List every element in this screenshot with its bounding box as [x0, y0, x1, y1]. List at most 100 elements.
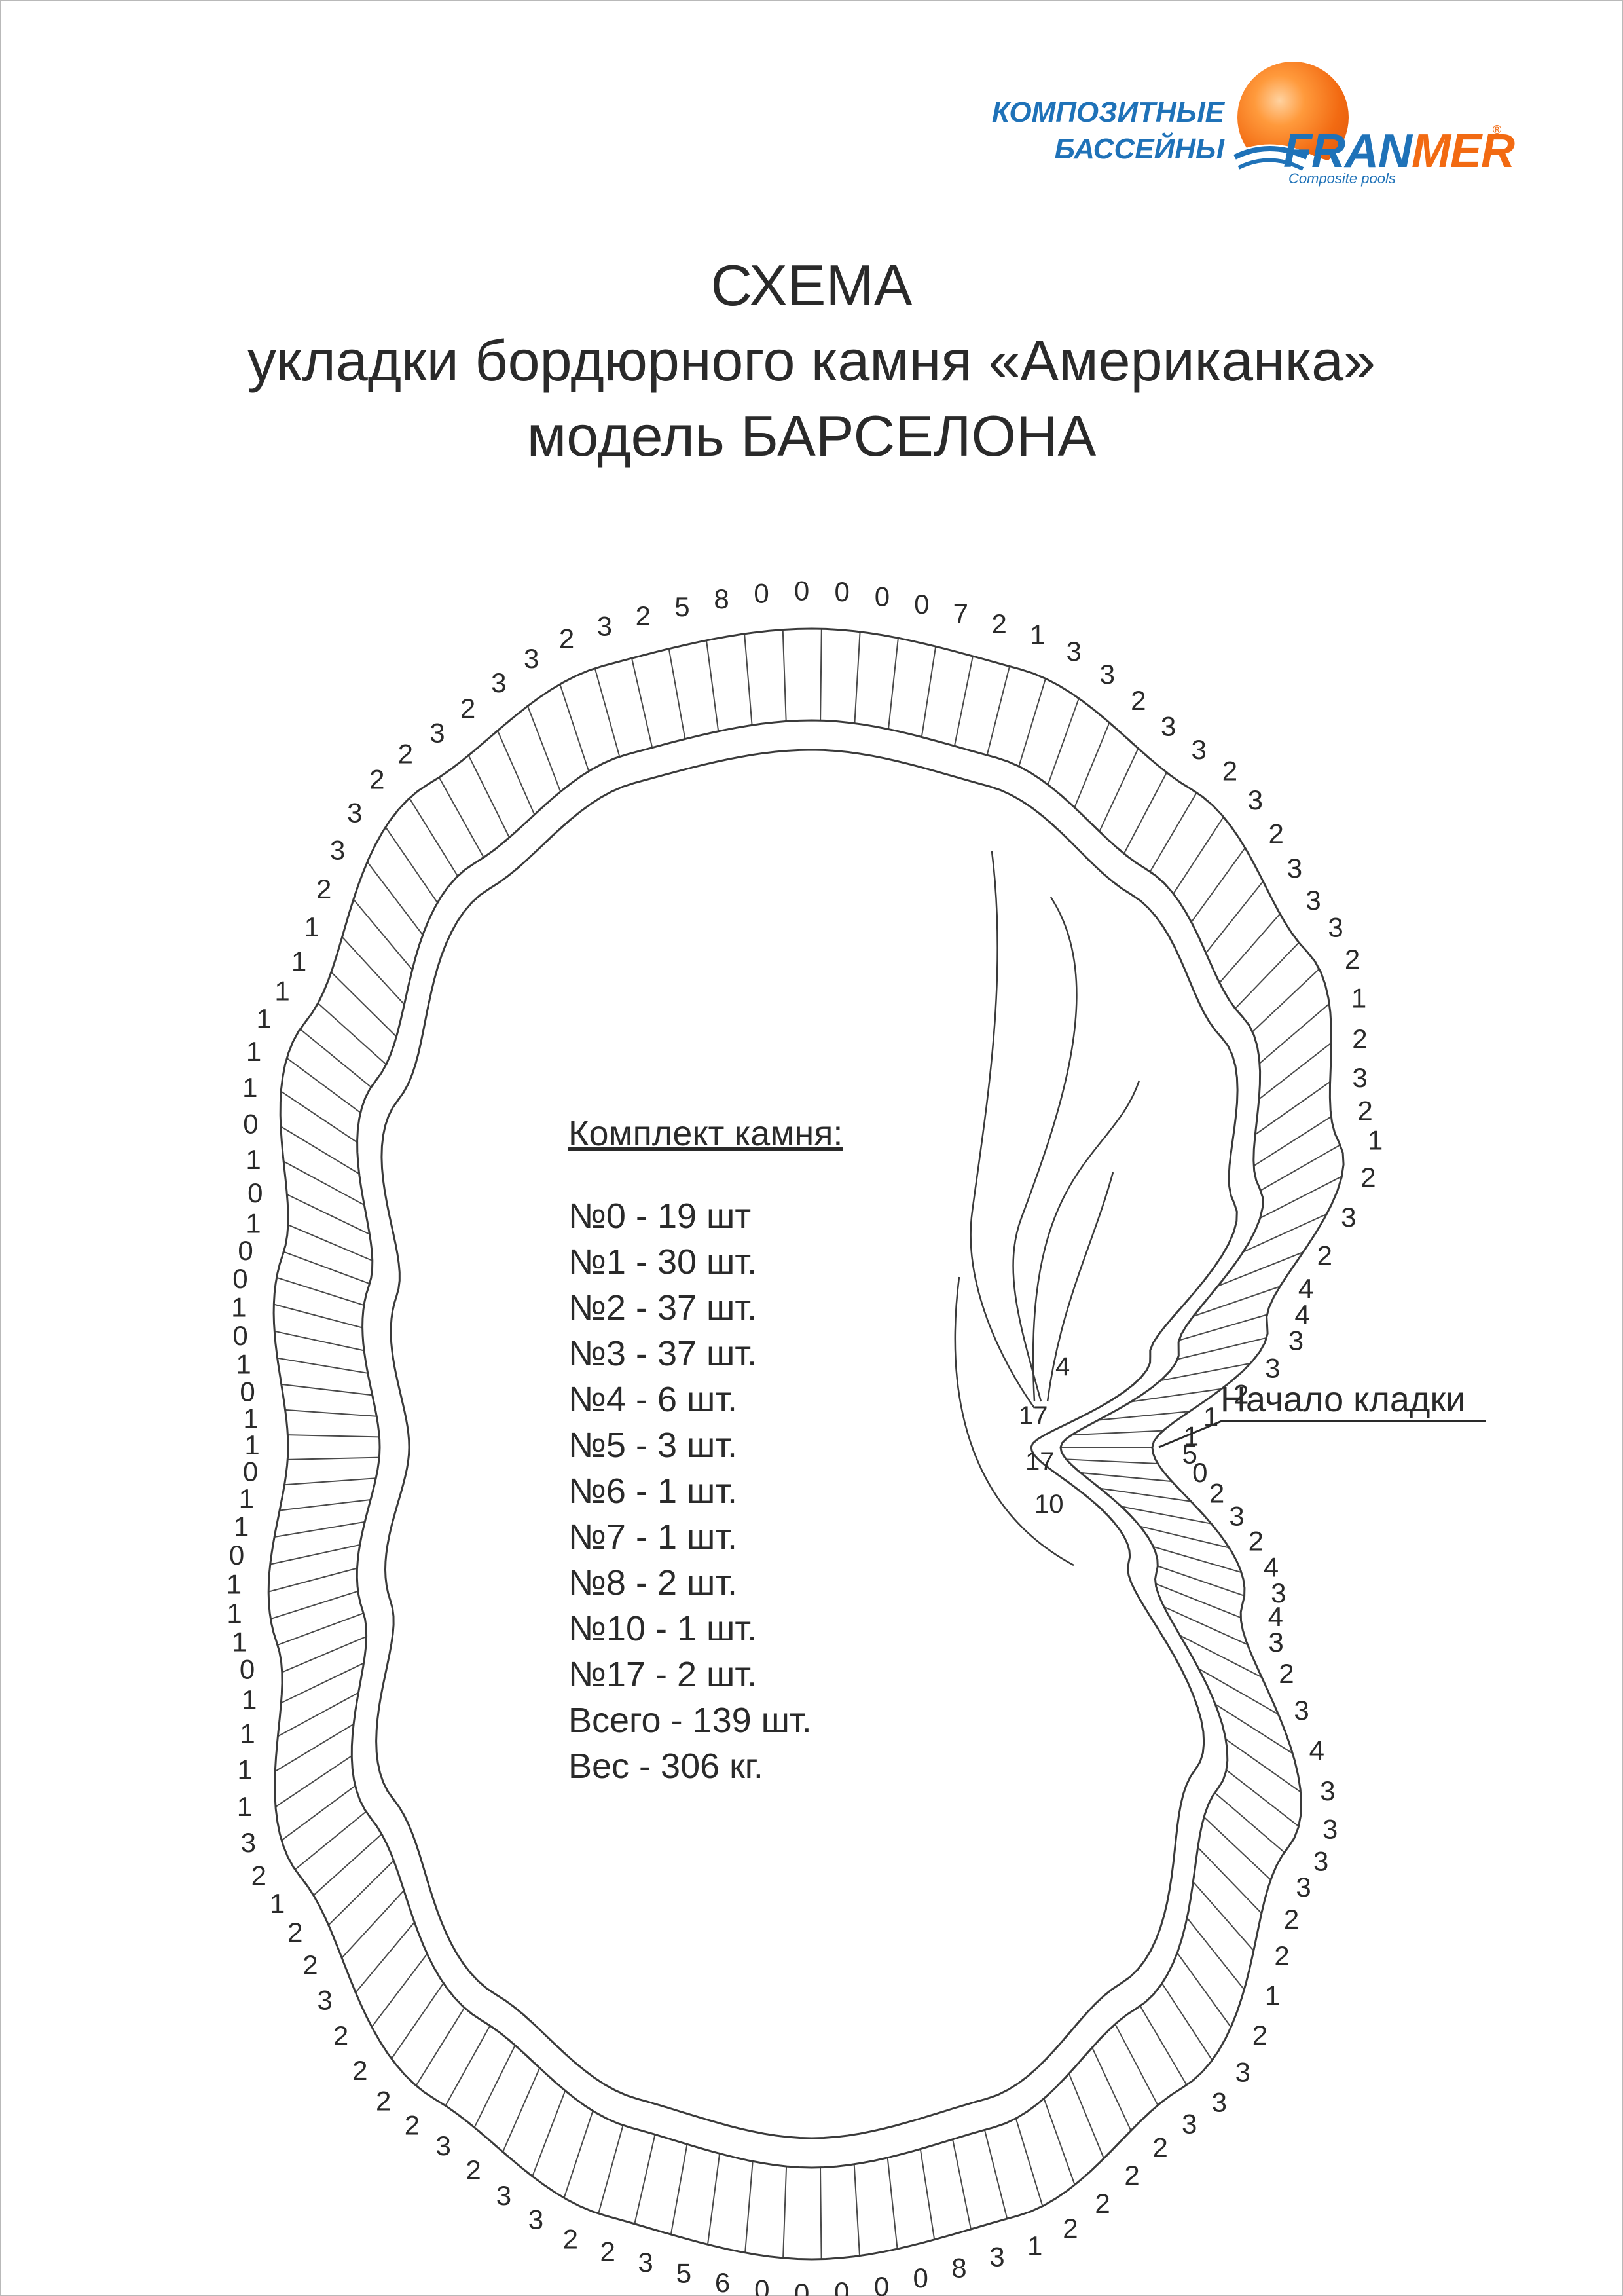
stone-divider: [1225, 1738, 1302, 1793]
logo-wave-icon: [1230, 144, 1360, 181]
stone-number: 1: [291, 946, 306, 977]
stone-number: 1: [243, 1403, 258, 1434]
stone-number-labels: 5023243432343333221233322221380000065322…: [227, 575, 1383, 2296]
stone-number: 4: [1298, 1273, 1313, 1304]
stone-divider: [532, 2090, 566, 2177]
stone-divider: [670, 2144, 688, 2235]
stone-divider: [1186, 1917, 1245, 1990]
franmer-logo: КОМПОЗИТНЫЕ БАССЕЙНЫ FRANMER ® Composite…: [917, 52, 1519, 203]
legend-heading: Комплект камня:: [568, 1114, 843, 1153]
stone-number: 8: [714, 583, 729, 614]
stone-number: 2: [1063, 2213, 1078, 2244]
stone-number: 0: [243, 1109, 258, 1139]
stone-divider: [854, 631, 861, 724]
stone-number: 2: [316, 874, 331, 904]
stone-number: 2: [1279, 1658, 1294, 1689]
stone-divider: [1123, 772, 1167, 854]
logo-line-2: БАССЕЙНЫ: [1054, 133, 1224, 165]
stone-divider: [341, 1890, 405, 1959]
stone-divider: [276, 1276, 365, 1306]
start-label: Начало кладки: [1220, 1380, 1465, 1419]
logo-subtitle: Composite pools: [1288, 170, 1396, 187]
stone-number: 0: [240, 1654, 255, 1684]
stone-divider: [281, 1383, 373, 1396]
stone-number: 3: [1182, 2108, 1197, 2139]
stone-number: 0: [914, 589, 929, 620]
stone-divider: [983, 2130, 1008, 2219]
stone-number: 2: [1095, 2188, 1110, 2219]
stone-number: 1: [242, 1072, 257, 1103]
stone-divider: [1114, 2024, 1159, 2106]
stone-divider: [371, 1953, 428, 2028]
stone-number: 3: [241, 1827, 256, 1858]
legend-item: №10 - 1 шт.: [568, 1609, 757, 1648]
stone-number: 3: [1313, 1845, 1328, 1876]
stone-number: 3: [1248, 785, 1263, 815]
stone-divider: [1197, 1847, 1262, 1914]
legend-item: Всего - 139 шт.: [568, 1701, 812, 1740]
stone-number: 3: [528, 2204, 543, 2234]
logo-brand-mer: MER: [1411, 125, 1515, 177]
stone-number: 3: [317, 1984, 332, 2015]
stone-number: 3: [1067, 636, 1082, 667]
stone-number: 1: [246, 1036, 261, 1067]
stone-divider: [559, 684, 590, 772]
stone-number: 2: [405, 2110, 420, 2141]
stone-divider: [286, 1194, 370, 1235]
stone-number: 2: [1209, 1477, 1224, 1508]
stone-divider: [277, 1357, 368, 1374]
stone-number: 3: [1341, 1202, 1356, 1232]
stone-number: 3: [1229, 1500, 1244, 1531]
stone-divider-lines: [268, 629, 1342, 2259]
stone-divider: [1047, 698, 1080, 785]
stone-divider: [782, 2166, 788, 2259]
stone-divider: [299, 1028, 372, 1088]
stone-number: 2: [1153, 2132, 1168, 2163]
stone-divider: [409, 798, 458, 877]
stone-divider: [277, 1612, 364, 1646]
stone-divider: [284, 1477, 376, 1486]
stone-number: 2: [251, 1860, 266, 1891]
legend-item: №7 - 1 шт.: [568, 1517, 738, 1557]
stone-number: 2: [1284, 1904, 1299, 1935]
stone-divider: [706, 640, 720, 731]
stone-number: 1: [246, 1144, 261, 1175]
stone-number: 0: [243, 1456, 258, 1487]
stone-number: 2: [1233, 1379, 1249, 1409]
stone-divider: [286, 1057, 361, 1113]
legend-item: №4 - 6 шт.: [568, 1380, 738, 1419]
stone-number: 0: [754, 578, 769, 608]
stone-number: 3: [638, 2247, 653, 2278]
stone-number: 2: [636, 601, 651, 631]
stone-number: 0: [834, 2276, 849, 2296]
stone-number: 3: [524, 643, 539, 674]
stone-number: 1: [237, 1791, 252, 1822]
stone-number: 0: [874, 2271, 889, 2296]
stone-number: 2: [1274, 1940, 1289, 1971]
stone-number: 3: [1288, 1325, 1304, 1356]
stone-divider: [744, 633, 753, 726]
stone-divider: [1091, 2047, 1132, 2131]
stone-number: 1: [1027, 2231, 1042, 2261]
stone-number: 4: [1309, 1735, 1324, 1766]
stone-number: 0: [240, 1376, 255, 1407]
stone-number: 1: [246, 1208, 261, 1238]
stone-number: 3: [330, 835, 345, 866]
stone-divider: [282, 1635, 367, 1673]
stone-divider: [1068, 2073, 1104, 2159]
stone-number: 2: [1124, 2160, 1139, 2191]
stone-divider: [598, 2125, 624, 2214]
stone-number: 1: [238, 1754, 253, 1785]
stone-divider: [281, 1785, 356, 1842]
pool-step-line-2: [1012, 897, 1078, 1402]
stone-number: 3: [491, 667, 506, 698]
legend-item: №1 - 30 шт.: [568, 1242, 757, 1282]
stone-number: 2: [1357, 1096, 1372, 1126]
stone-divider: [270, 1544, 360, 1565]
stone-number: 2: [465, 2155, 481, 2185]
stone-divider: [1258, 1042, 1332, 1100]
stone-divider: [280, 1662, 364, 1704]
stone-number: 3: [1296, 1872, 1311, 1902]
stone-number: 2: [992, 608, 1007, 639]
